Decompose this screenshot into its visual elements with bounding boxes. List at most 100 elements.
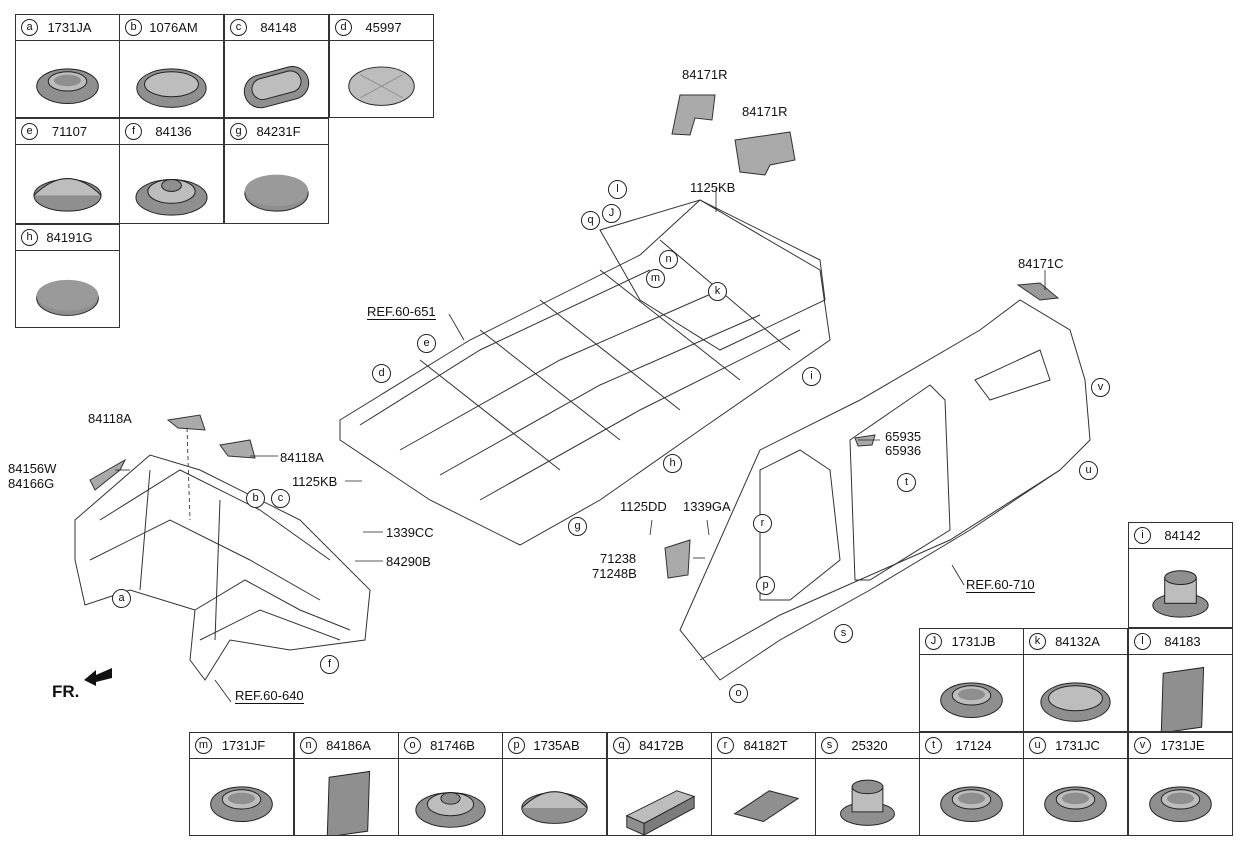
part-letter-circle: u xyxy=(1029,737,1046,754)
part-cell-u[interactable]: u 1731JC xyxy=(1023,732,1128,836)
part-cell-d[interactable]: d 45997 xyxy=(329,14,434,118)
label-84290B: 84290B xyxy=(386,554,431,569)
part-cell-l[interactable]: l 84183 xyxy=(1128,628,1233,732)
callout-m[interactable]: m xyxy=(646,269,665,288)
callout-c[interactable]: c xyxy=(271,489,290,508)
part-number: 84231F xyxy=(256,124,301,139)
part-letter-circle: a xyxy=(21,19,38,36)
front-indicator-label: FR. xyxy=(52,682,80,701)
callout-a[interactable]: a xyxy=(112,589,131,608)
callout-h[interactable]: h xyxy=(663,454,682,473)
part-letter-circle: v xyxy=(1134,737,1151,754)
callout-p[interactable]: p xyxy=(756,576,775,595)
part-cell-r[interactable]: r 84182T xyxy=(711,732,816,836)
part-letter-circle: n xyxy=(300,737,317,754)
part-cell-c[interactable]: c 84148 xyxy=(224,14,329,118)
part-cell-J[interactable]: J 1731JB xyxy=(919,628,1024,732)
part-cell-header: m 1731JF xyxy=(190,733,293,759)
part-cell-h[interactable]: h 84191G xyxy=(15,224,120,328)
part-cell-g[interactable]: g 84231F xyxy=(224,118,329,224)
part-cell-k[interactable]: k 84132A xyxy=(1023,628,1128,732)
part-illustration-icon xyxy=(415,792,486,828)
part-cell-e[interactable]: e 71107 xyxy=(15,118,120,224)
callout-b[interactable]: b xyxy=(246,489,265,508)
part-cell-t[interactable]: t 17124 xyxy=(919,732,1024,836)
callout-k[interactable]: k xyxy=(708,282,727,301)
cap-65935 xyxy=(854,434,876,447)
side-outer-outline xyxy=(679,299,1091,681)
part-illustration-icon xyxy=(244,174,309,212)
part-cell-header: t 17124 xyxy=(920,733,1023,759)
callout-i[interactable]: i xyxy=(802,367,821,386)
label-1125DD: 1125DD xyxy=(620,499,667,514)
part-number: 1731JA xyxy=(47,20,92,35)
label-1125KB-mid: 1125KB xyxy=(292,474,338,489)
part-illustration-icon xyxy=(1149,786,1212,823)
front-arrow-icon xyxy=(84,668,112,686)
part-illustration-icon xyxy=(243,66,310,109)
part-illustration-icon xyxy=(136,68,207,108)
callout-n[interactable]: n xyxy=(659,250,678,269)
ref-60-640[interactable]: REF.60-640 xyxy=(235,688,304,704)
callout-r[interactable]: r xyxy=(753,514,772,533)
part-cell-o[interactable]: o 81746B xyxy=(398,732,503,836)
part-letter-circle: s xyxy=(821,737,838,754)
callout-o[interactable]: o xyxy=(729,684,748,703)
bracket-84118A-2 xyxy=(219,439,256,459)
label-84118A-2: 84118A xyxy=(280,450,324,465)
callout-q[interactable]: q xyxy=(581,211,600,230)
part-cell-header: s 25320 xyxy=(816,733,919,759)
part-cell-b[interactable]: b 1076AM xyxy=(119,14,224,118)
part-illustration-icon xyxy=(1044,786,1107,823)
label-84171R-1: 84171R xyxy=(682,67,728,82)
part-illustration-icon xyxy=(1040,682,1111,722)
part-number: 17124 xyxy=(955,738,992,753)
part-number: 84136 xyxy=(155,124,192,139)
part-letter-circle: p xyxy=(508,737,525,754)
part-cell-header: o 81746B xyxy=(399,733,502,759)
part-cell-n[interactable]: n 84186A xyxy=(294,732,399,836)
floor-pan-outline xyxy=(339,199,831,546)
part-cell-header: c 84148 xyxy=(225,15,328,41)
part-letter-circle: J xyxy=(925,633,942,650)
label-1339GA: 1339GA xyxy=(683,499,731,514)
callout-s[interactable]: s xyxy=(834,624,853,643)
part-cell-header: k 84132A xyxy=(1024,629,1127,655)
part-letter-circle: h xyxy=(21,229,38,246)
label-1339CC: 1339CC xyxy=(386,525,434,540)
callout-t[interactable]: t xyxy=(897,473,916,492)
ref-60-651[interactable]: REF.60-651 xyxy=(367,304,436,320)
callout-g[interactable]: g xyxy=(568,517,587,536)
part-illustration-icon xyxy=(36,68,99,105)
part-number: 1076AM xyxy=(149,20,198,35)
part-cell-v[interactable]: v 1731JE xyxy=(1128,732,1233,836)
callout-d[interactable]: d xyxy=(372,364,391,383)
pad-84171C xyxy=(1016,282,1060,301)
part-letter-circle: r xyxy=(717,737,734,754)
part-cell-m[interactable]: m 1731JF xyxy=(189,732,294,836)
part-illustration-icon xyxy=(33,178,102,212)
part-cell-header: e 71107 xyxy=(16,119,119,145)
callout-J[interactable]: J xyxy=(602,204,621,223)
callout-f[interactable]: f xyxy=(320,655,339,674)
part-cell-header: g 84231F xyxy=(225,119,328,145)
callout-e[interactable]: e xyxy=(417,334,436,353)
part-number: 84148 xyxy=(260,20,297,35)
part-cell-a[interactable]: a 1731JA xyxy=(15,14,120,118)
callout-l[interactable]: l xyxy=(608,180,627,199)
part-number: 84142 xyxy=(1164,528,1201,543)
mat-84171R-2 xyxy=(734,131,796,176)
callout-v[interactable]: v xyxy=(1091,378,1110,397)
part-cell-header: p 1735AB xyxy=(503,733,606,759)
ref-60-710[interactable]: REF.60-710 xyxy=(966,577,1035,593)
part-number: 84132A xyxy=(1055,634,1100,649)
part-cell-q[interactable]: q 84172B xyxy=(607,732,712,836)
callout-u[interactable]: u xyxy=(1079,461,1098,480)
part-cell-p[interactable]: p 1735AB xyxy=(502,732,607,836)
part-cell-i[interactable]: i 84142 xyxy=(1128,522,1233,628)
part-cell-s[interactable]: s 25320 xyxy=(815,732,920,836)
part-cell-header: f 84136 xyxy=(120,119,223,145)
part-cell-f[interactable]: f 84136 xyxy=(119,118,224,224)
part-number: 1731JC xyxy=(1055,738,1100,753)
